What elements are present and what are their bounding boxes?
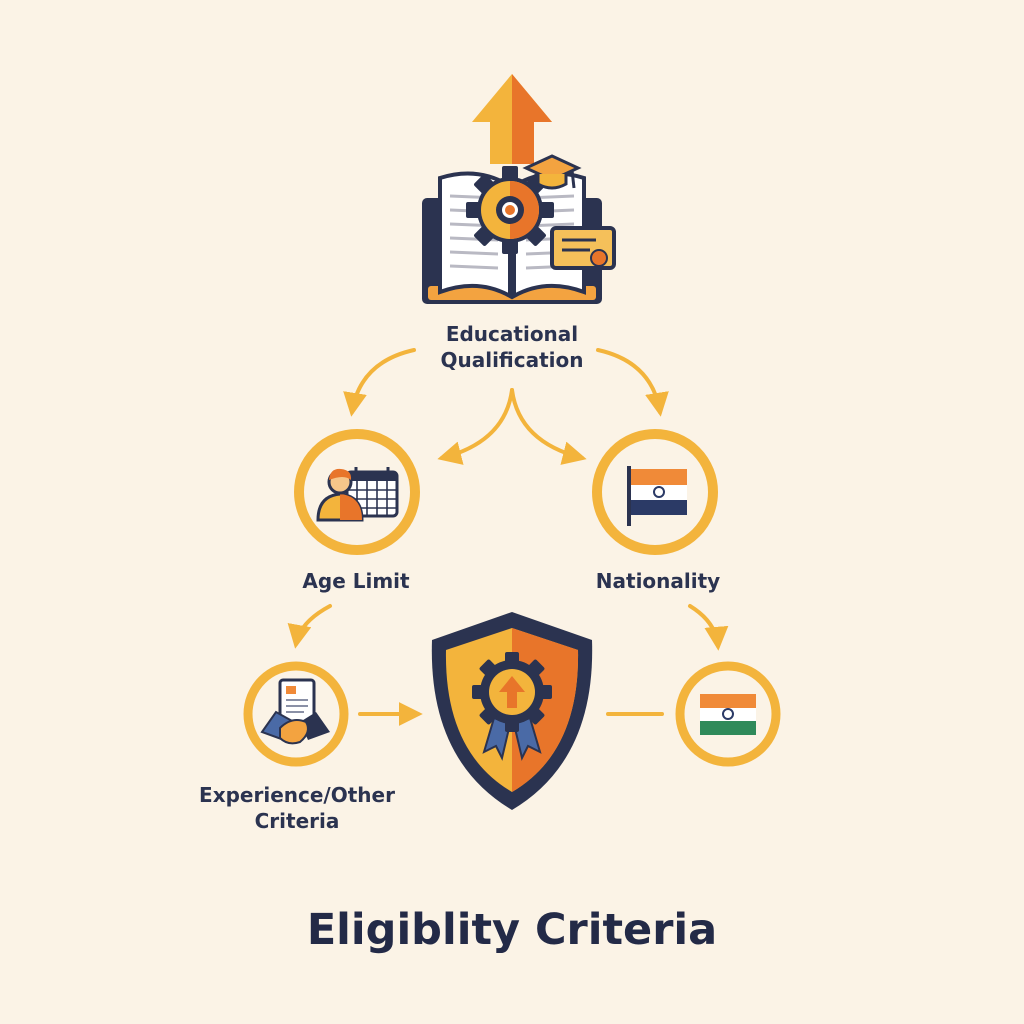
arrow-age-to-exp [287,604,332,649]
person-calendar-icon [316,467,399,522]
flag-icon [627,466,687,526]
arrow-split-left [437,388,514,465]
nationality-label: Nationality [595,569,721,593]
nationality-node [592,429,718,555]
educational-qualification-line1: Educational [445,322,579,346]
experience-node [243,661,349,767]
handshake-document-icon [260,678,330,745]
age-limit-node [294,429,420,555]
age-limit-label: Age Limit [302,569,410,593]
educational-qualification-label: Educational Qualification [412,321,612,373]
arrow-edu-to-nat [596,348,669,417]
experience-label-line1: Experience/Other [199,783,395,807]
book-gear-icon [422,154,616,304]
experience-label-line2: Criteria [254,809,340,833]
page-title: Eligiblity Criteria [306,905,718,955]
india-flag-icon [700,694,756,735]
connectors [287,348,729,726]
arrow-split-right [510,388,587,465]
final-node [675,661,781,767]
educational-qualification-line2: Qualification [440,348,584,372]
arrow-nat-to-final [688,604,729,651]
arrow-edu-to-age [343,348,416,417]
up-arrow-icon [472,74,552,164]
experience-label: Experience/Other Criteria [187,782,407,834]
shield-badge-icon [431,612,593,810]
